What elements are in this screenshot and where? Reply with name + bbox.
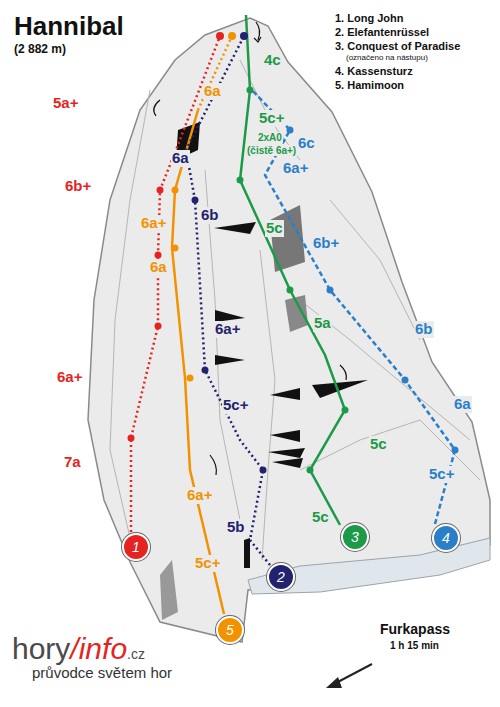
- grade-label: 6c: [297, 135, 316, 152]
- logo-text: .cz: [127, 646, 145, 662]
- legend-text: 5. Hamimoon: [335, 79, 404, 91]
- grade-label: 6b: [200, 207, 220, 224]
- route-number: 1: [132, 540, 140, 554]
- grade-label: 5c+: [258, 110, 285, 127]
- grade-label: 6a: [171, 150, 190, 167]
- grade-label: 5c+: [222, 397, 249, 414]
- route-line: [240, 15, 345, 525]
- logo-slogan: průvodce světem hor: [32, 664, 172, 681]
- brand-logo: hory/info.cz průvodce světem hor: [12, 632, 172, 681]
- grade-label: 5a+: [52, 95, 79, 112]
- legend-text: 4. Kassensturz: [335, 65, 413, 77]
- logo-text: hory: [12, 632, 70, 665]
- legend-text: 2. Elefantenrüssel: [335, 26, 429, 38]
- grade-label: 6b+: [312, 235, 340, 252]
- grade-label: 2xA0: [257, 132, 283, 143]
- grade-label: 5c: [265, 220, 284, 237]
- grade-label: 5b: [226, 519, 246, 536]
- grade-label: 4c: [263, 52, 282, 69]
- route-number: 4: [442, 531, 450, 545]
- belay-stations: [128, 32, 459, 474]
- route-start-circle: 4: [432, 524, 460, 552]
- grade-label: 7a: [63, 454, 82, 471]
- route-line: [198, 36, 232, 110]
- approach-text: 1 h 15 min: [390, 640, 439, 651]
- grade-label: 6a: [453, 396, 472, 413]
- grade-label: 6a+: [140, 215, 167, 232]
- legend-text: (označeno na nástupu): [346, 54, 428, 63]
- grade-label: 6b+: [64, 178, 92, 195]
- grade-label: 5c: [311, 509, 330, 526]
- route-start-circle: 1: [122, 533, 150, 561]
- descent-arrows: [154, 22, 347, 475]
- route-line: [172, 110, 224, 614]
- legend-text: (2 882 m): [14, 43, 66, 56]
- grade-label: 5c+: [428, 466, 455, 483]
- grade-label: (čistě 6a+): [246, 145, 297, 156]
- approach-arrow: [326, 664, 372, 688]
- diagram-title: Hannibal: [14, 12, 124, 41]
- grade-label: 5c: [369, 436, 388, 453]
- grade-label: 5a: [313, 315, 332, 332]
- grade-label: 6a+: [282, 160, 309, 177]
- route-number: 5: [226, 623, 234, 637]
- route-start-circle: 2: [267, 563, 295, 591]
- rock-shade: [160, 560, 178, 620]
- grade-label: 6a+: [56, 369, 83, 386]
- legend-text: 1. Long John: [335, 12, 403, 24]
- route-number: 3: [351, 530, 359, 544]
- approach-text: Furkapass: [380, 622, 450, 637]
- route-number: 2: [277, 570, 285, 584]
- logo-text: /info: [70, 632, 127, 665]
- route-start-circle: 5: [216, 616, 244, 644]
- rock-face: [88, 18, 490, 642]
- grade-label: 6a: [149, 259, 168, 276]
- grade-label: 5c+: [194, 555, 221, 572]
- grade-label: 6a+: [214, 321, 241, 338]
- legend-text: 3. Conquest of Paradise: [335, 40, 460, 52]
- rock-cracks: [110, 60, 480, 560]
- grade-label: 6b: [414, 321, 434, 338]
- route-start-circle: 3: [341, 523, 369, 551]
- grade-label: 6a: [203, 83, 222, 100]
- grade-label: 6a+: [186, 487, 213, 504]
